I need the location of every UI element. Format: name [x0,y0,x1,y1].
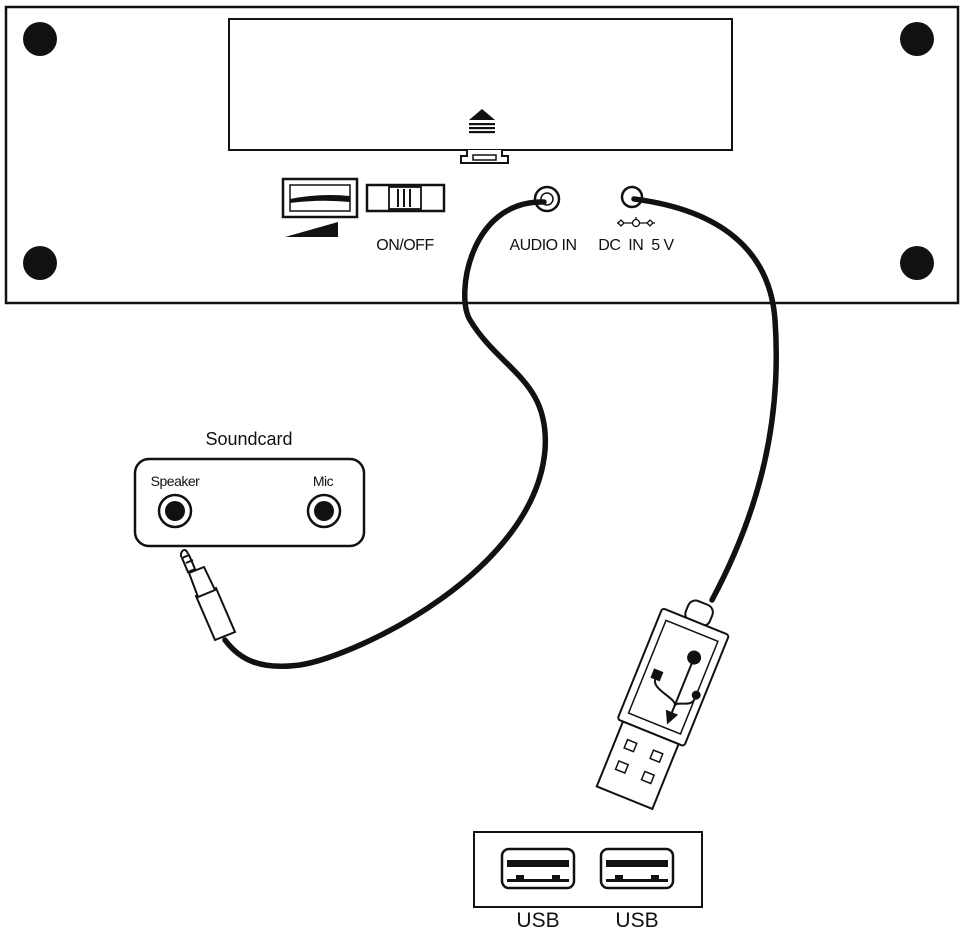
mic-label: Mic [313,473,334,489]
speaker-jack[interactable] [157,493,193,529]
power-switch-label: ON/OFF [376,237,434,254]
screw-top-left [23,22,57,56]
audio-cable [222,199,549,669]
usb-port-2-label: USB [615,909,658,932]
soundcard-title: Soundcard [205,429,292,449]
eject-icon [469,109,495,134]
power-switch[interactable] [365,183,446,213]
volume-ramp-icon [285,222,338,237]
battery-compartment[interactable] [228,18,733,164]
volume-wheel[interactable] [281,177,359,219]
device-rear-panel: ON/OFF AUDIO IN DC IN 5 V [4,5,960,305]
usb-plug [595,599,730,811]
usb-port-2[interactable] [599,847,675,890]
soundcard-panel [133,457,366,548]
mic-jack[interactable] [306,493,342,529]
audio-plug [179,549,237,642]
screw-bottom-left [23,246,57,280]
usb-trident-icon [650,650,702,725]
usb-power-cable [631,196,780,603]
audio-in-jack[interactable] [533,185,561,213]
dc-in-label: DC IN 5 V [598,237,674,254]
audio-in-label: AUDIO IN [509,237,576,254]
screw-top-right [900,22,934,56]
usb-port-1[interactable] [500,847,576,890]
dc-polarity-icon [617,217,655,228]
speaker-label: Speaker [151,473,200,489]
screw-bottom-right [900,246,934,280]
usb-port-1-label: USB [516,909,559,932]
